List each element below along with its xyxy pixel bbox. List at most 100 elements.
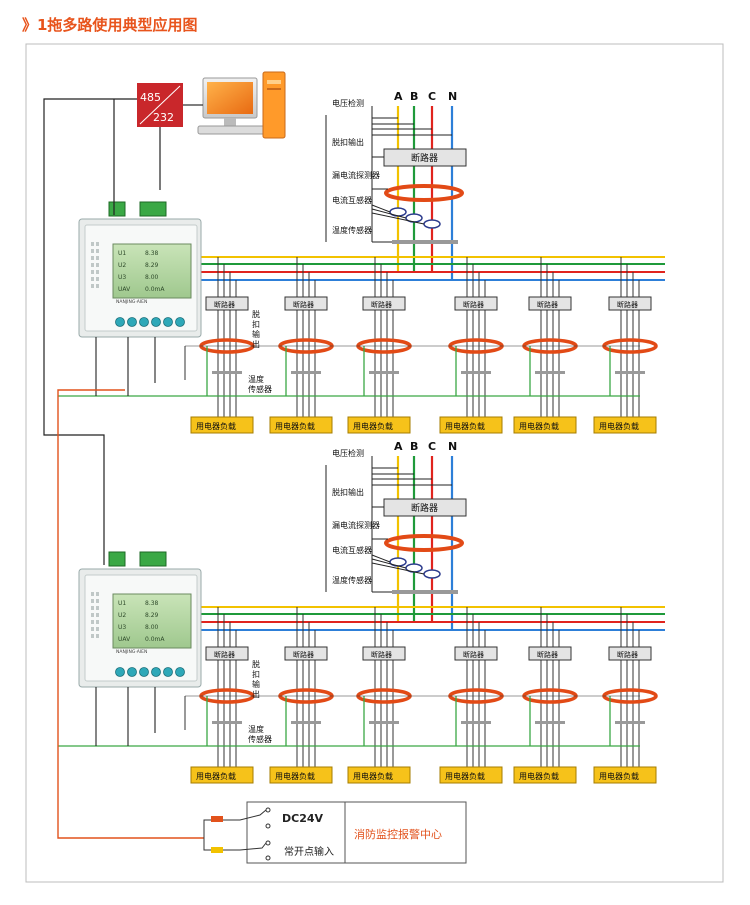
load-box <box>513 416 577 434</box>
load-label: 用电器负载 <box>196 771 236 781</box>
temp-sensor-label: 温度 <box>248 374 264 384</box>
label-leakage-detector: 漏电流探测器 <box>332 170 380 180</box>
load-label: 用电器负载 <box>599 771 639 781</box>
communication-wiring <box>43 98 161 565</box>
trip-output-char: 扣 <box>252 669 260 679</box>
load-label: 用电器负载 <box>519 771 559 781</box>
label-temp-sensor: 温度传感器 <box>332 575 372 585</box>
branch-breaker <box>284 646 328 661</box>
ct-ring-C <box>423 569 441 579</box>
branch-breaker-label: 断路器 <box>371 650 392 659</box>
load-box <box>190 416 254 434</box>
page-title: 》1拖多路使用典型应用图 <box>22 16 198 34</box>
branch-temp-sensor <box>212 721 242 724</box>
meter-button <box>139 667 149 677</box>
label-current-transformer: 电流互感器 <box>332 545 372 555</box>
branch-breaker-label: 断路器 <box>617 650 638 659</box>
load-box <box>269 766 333 784</box>
load-label: 用电器负载 <box>445 771 485 781</box>
load-label: 用电器负载 <box>275 771 315 781</box>
temp-sensor-label: 温度 <box>248 724 264 734</box>
load-box <box>347 416 411 434</box>
branch-breaker-label: 断路器 <box>293 650 314 659</box>
load-box <box>439 416 503 434</box>
main-breaker-label: 断路器 <box>411 502 438 514</box>
branch-temp-sensor <box>369 721 399 724</box>
trip-output-char: 输 <box>252 329 260 339</box>
fire-alarm-center: DC24V 常开点输入 消防监控报警中心 <box>203 801 467 864</box>
leakage-ring <box>384 184 464 202</box>
phase-label-C: C <box>428 440 436 453</box>
phase-label-B: B <box>410 440 418 453</box>
meter-row-label: U3 <box>118 274 126 281</box>
load-box <box>347 766 411 784</box>
trip-output-char: 脱 <box>252 659 260 669</box>
branch-temp-sensor <box>535 721 565 724</box>
branch-breaker <box>528 646 572 661</box>
branch-breaker-label: 断路器 <box>214 650 235 659</box>
meter-row-value: 0.0mA <box>145 286 165 293</box>
meter-button <box>139 317 149 327</box>
terminal-block <box>108 551 126 567</box>
branch-temp-sensor <box>212 371 242 374</box>
branch-breaker <box>284 296 328 311</box>
phase-label-N: N <box>448 440 457 453</box>
phase-label-B: B <box>410 90 418 103</box>
branch-breaker <box>528 296 572 311</box>
meter-row-label: UAV <box>118 636 131 643</box>
phase-label-A: A <box>394 90 403 103</box>
branch-breaker <box>205 296 249 311</box>
temp-sensor-bar <box>392 590 458 594</box>
branch-breaker <box>362 296 406 311</box>
trip-output-char: 出 <box>252 689 260 699</box>
load-label: 用电器负载 <box>353 771 393 781</box>
meter-row-value: 8.29 <box>145 612 159 619</box>
meter-row-label: U1 <box>118 250 126 257</box>
load-box <box>269 416 333 434</box>
branch-breaker-label: 断路器 <box>463 650 484 659</box>
meter-row-value: 8.38 <box>145 250 159 257</box>
temp-sensor-label: 传感器 <box>248 384 272 394</box>
branch-temp-sensor <box>291 721 321 724</box>
meter-button <box>127 667 137 677</box>
converter-top-label: 485 <box>140 91 161 104</box>
branch-breaker-label: 断路器 <box>537 300 558 309</box>
load-box <box>593 416 657 434</box>
branch-breaker-label: 断路器 <box>371 300 392 309</box>
terminal-block <box>108 201 126 217</box>
label-trip-output: 脱扣输出 <box>332 487 364 497</box>
leakage-ring <box>384 534 464 552</box>
meter-button <box>175 317 185 327</box>
meter-row-label: U1 <box>118 600 126 607</box>
branch-breaker-label: 断路器 <box>617 300 638 309</box>
meter-button <box>151 317 161 327</box>
branch-temp-sensor <box>615 721 645 724</box>
trip-output-char: 出 <box>252 339 260 349</box>
meter-row-label: U3 <box>118 624 126 631</box>
label-leakage-detector: 漏电流探测器 <box>332 520 380 530</box>
branch-temp-sensor <box>615 371 645 374</box>
meter-row-value: 8.00 <box>145 274 159 281</box>
branch-temp-sensor <box>535 371 565 374</box>
branch-breaker-label: 断路器 <box>463 300 484 309</box>
phase-label-C: C <box>428 90 436 103</box>
border-frame <box>25 43 724 883</box>
load-box <box>593 766 657 784</box>
branch-breaker <box>205 646 249 661</box>
meter-button <box>175 667 185 677</box>
trip-output-char: 扣 <box>252 319 260 329</box>
load-box <box>439 766 503 784</box>
branch-breaker <box>362 646 406 661</box>
branch-temp-sensor <box>461 721 491 724</box>
meter-row-value: 8.00 <box>145 624 159 631</box>
